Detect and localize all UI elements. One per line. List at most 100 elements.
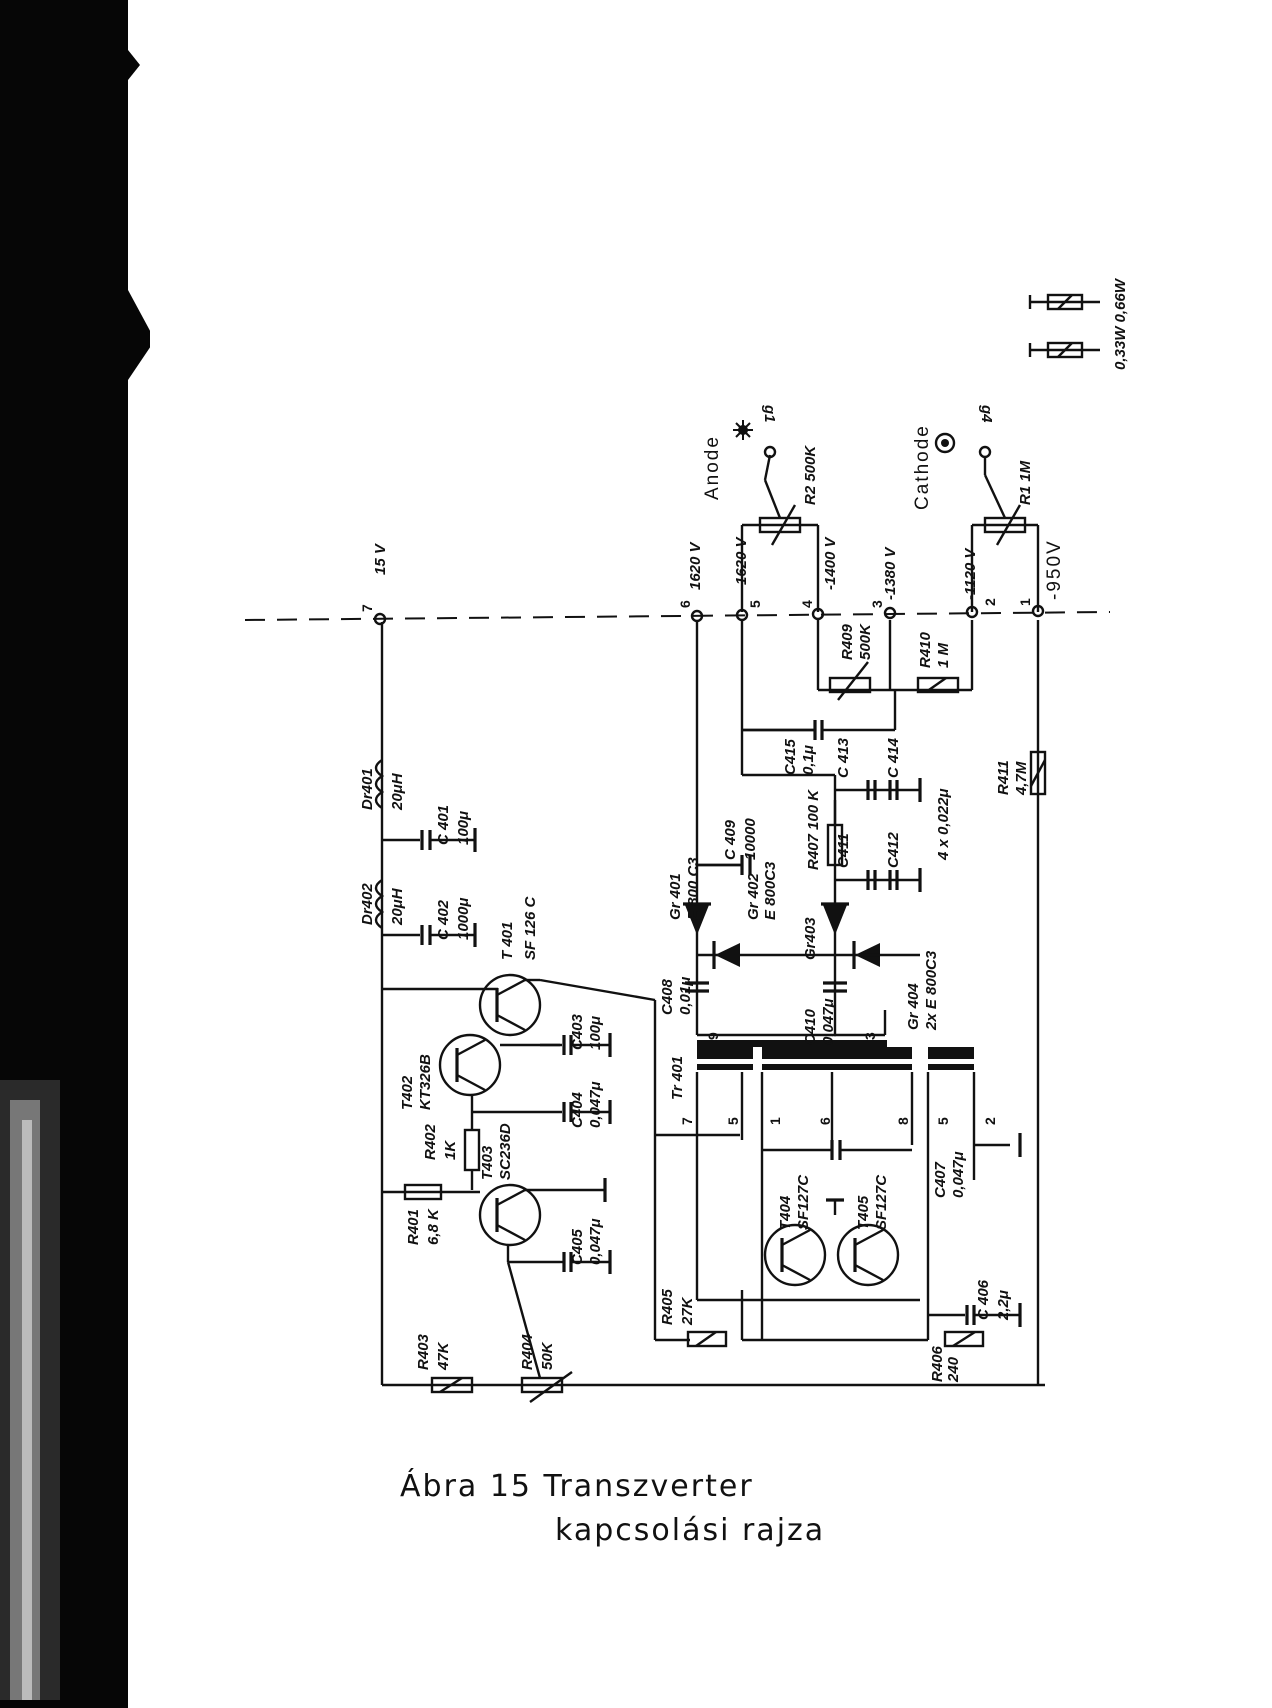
cathode-label: Cathode (912, 424, 933, 510)
c412-name: C412 (885, 831, 902, 868)
tr401-name: Tr 401 (669, 1056, 686, 1100)
potentiometer-r2 (740, 445, 820, 612)
t404-name: T404 (777, 1195, 794, 1230)
r411-name: R411 (995, 760, 1012, 795)
capacitor-c403 (540, 1033, 612, 1057)
node-7-voltage: 15 V (372, 542, 389, 575)
tr401-pin-8: 8 (895, 1117, 911, 1125)
r404-value: 50K (539, 1341, 556, 1370)
resistor-r407 (826, 800, 844, 867)
resistor-r402 (463, 1095, 481, 1190)
tr401-pin-7: 7 (679, 1117, 695, 1125)
resistor-r403 (430, 1376, 474, 1394)
inductor-dr401 (374, 759, 385, 809)
caption-line-2: kapcsolási rajza (555, 1513, 826, 1548)
c413-name: C 413 (835, 737, 852, 778)
node-4-voltage: -1400 V (822, 535, 839, 590)
tr401-pin-5b: 5 (935, 1117, 951, 1125)
r402-name: R402 (422, 1123, 439, 1160)
capacitor-c415 (742, 720, 895, 740)
anode-symbol (733, 420, 753, 440)
transistor-t403 (478, 1183, 560, 1264)
capacitor-c406 (928, 1303, 1022, 1327)
resistor-r404 (506, 1261, 573, 1403)
c401-name: C 401 (435, 805, 452, 845)
resistor-r405 (686, 1330, 728, 1348)
cathode-id: g4 (978, 404, 995, 423)
capacitor-c404 (472, 1100, 612, 1124)
node-1-pin: 1 (1017, 598, 1033, 606)
t401-type: SF 126 C (522, 895, 539, 960)
capacitor-c410 (823, 981, 847, 993)
c405-value: 0,047μ (587, 1218, 604, 1265)
node-4-pin: 4 (799, 600, 815, 608)
node-6-voltage: 1620 V (687, 540, 704, 590)
gr404-name: Gr 404 (905, 983, 922, 1030)
t403-type: SC236D (497, 1123, 514, 1180)
c410-value: 0,047μ (820, 998, 837, 1045)
t402-name: T402 (399, 1075, 416, 1110)
c410-name: C410 (802, 1008, 819, 1045)
node-3-voltage: -1380 V (882, 545, 899, 600)
r409-name: R409 (839, 623, 856, 660)
r409-value: 500K (857, 623, 874, 660)
gr402-name: Gr 402 (745, 873, 762, 920)
transistor-t405 (836, 1223, 900, 1287)
t402-type: KT326B (417, 1054, 434, 1110)
capacitor-c402 (382, 923, 477, 947)
r404-name: R404 (519, 1333, 536, 1370)
scan-binding-edge (0, 0, 150, 1708)
capacitor-c405 (560, 1250, 612, 1274)
dr401-name: Dr401 (359, 768, 376, 810)
gr404-type: 2x E 800C3 (923, 950, 940, 1031)
node-2-voltage: -1120 V (962, 547, 979, 600)
anode-label: Anode (702, 435, 723, 500)
t405-type: SF127C (873, 1174, 890, 1230)
r406-value: 240 (945, 1356, 962, 1383)
transistor-t404 (763, 1223, 827, 1287)
r401-value: 6,8 K (425, 1208, 442, 1245)
tr401-pin-6: 6 (817, 1117, 833, 1125)
resistor-r406 (943, 1330, 985, 1348)
node-5-pin: 5 (747, 600, 763, 608)
node-1-voltage: -950V (1044, 539, 1065, 600)
gr401-name: Gr 401 (667, 873, 684, 920)
diode-gr402 (712, 941, 740, 969)
t403-name: T403 (479, 1145, 496, 1180)
legend-resistor-066w (1028, 293, 1100, 311)
t404-type: SF127C (795, 1174, 812, 1230)
c404-value: 0,047μ (587, 1081, 604, 1128)
r1-label: R1 1M (1017, 460, 1034, 505)
c401-value: 100μ (455, 811, 472, 845)
c414-name: C 414 (885, 737, 902, 778)
c408-name: C408 (659, 978, 676, 1015)
label-group: 15 V 7 1620 V 6 -1620 V 5 -1400 V 4 -138… (359, 277, 1129, 1383)
capacitor-c407 (974, 1133, 1022, 1157)
r411-value: 4,7M (1013, 761, 1030, 796)
resistor-r409 (828, 661, 872, 701)
diode-gr404 (835, 941, 920, 969)
cathode-symbol (934, 432, 956, 454)
r406-name: R406 (929, 1345, 946, 1382)
t405-name: T405 (855, 1195, 872, 1230)
c405-name: C405 (569, 1228, 586, 1265)
tr401-pin-5a: 5 (725, 1117, 741, 1125)
transformer-tr401 (695, 1040, 976, 1340)
gr403-name: Gr403 (802, 917, 819, 960)
tr401-pin-1: 1 (767, 1117, 783, 1125)
r403-value: 47K (435, 1341, 452, 1371)
gr402-type: E 800C3 (762, 861, 779, 920)
c411-name: C411 (835, 833, 852, 868)
capacitor-t404-t405 (762, 1140, 912, 1215)
anode-id: g1 (761, 404, 778, 423)
c402-value: 1000μ (455, 898, 472, 940)
node-6-pin: 6 (677, 600, 693, 608)
c408-value: 0,01μ (677, 977, 694, 1015)
resistor-r401 (403, 1183, 443, 1201)
connector-dashed-line (244, 611, 1111, 621)
c41x-value: 4 x 0,022μ (935, 788, 952, 861)
legend-label: 0,33W 0,66W (1112, 277, 1129, 370)
dr401-value: 20μH (389, 772, 406, 811)
gr401-type: E 800 C3 (685, 857, 702, 920)
c403-value: 100μ (587, 1016, 604, 1050)
